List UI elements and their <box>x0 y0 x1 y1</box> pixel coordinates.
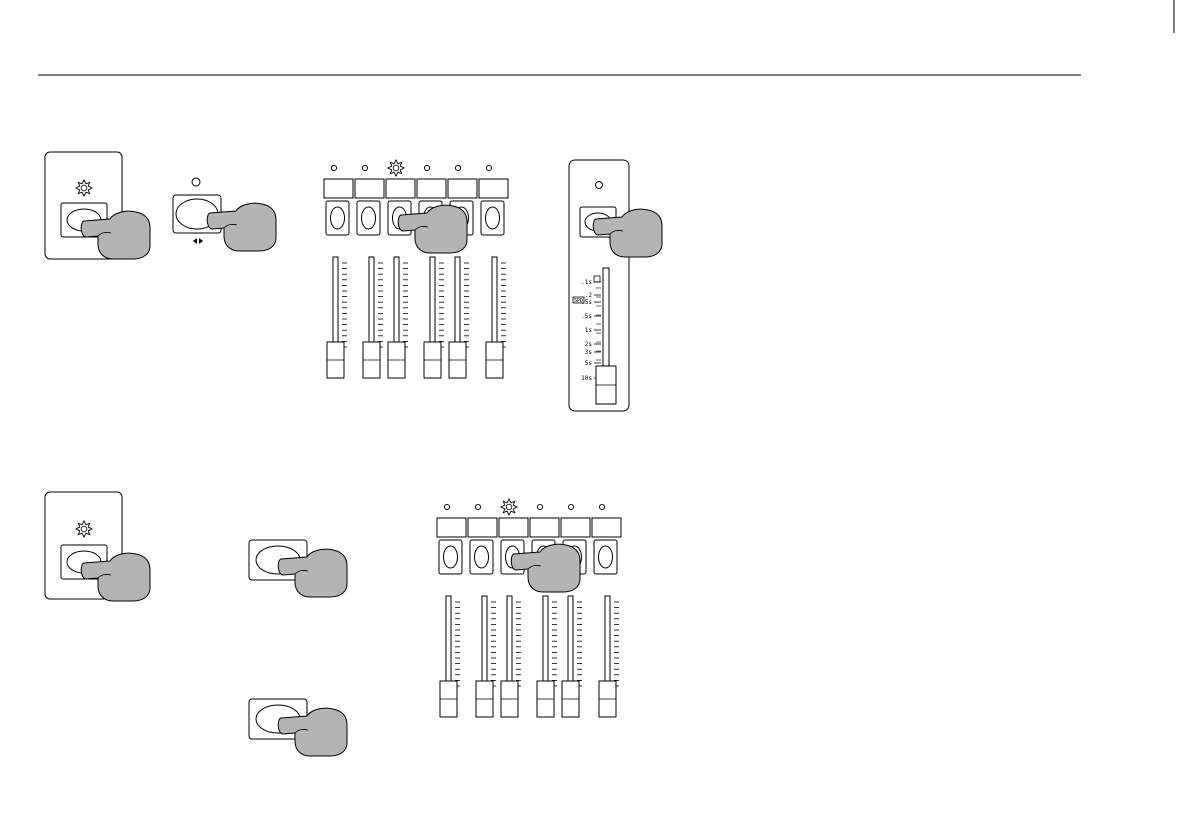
led-icon <box>192 178 200 186</box>
channel-fader[interactable] <box>327 257 347 378</box>
led-icon <box>475 504 480 509</box>
led-icon <box>362 165 367 170</box>
rate-scale-label: 2s <box>585 341 593 348</box>
led-icon <box>444 504 449 509</box>
channel-flash-button[interactable] <box>479 179 508 198</box>
channel-flash-button[interactable] <box>468 518 497 537</box>
channel-flash-button[interactable] <box>324 179 353 198</box>
channel-strip-1 <box>324 160 508 378</box>
channel-flash-button[interactable] <box>386 179 415 198</box>
channel-fader[interactable] <box>424 257 444 378</box>
channel-flash-button[interactable] <box>561 518 590 537</box>
channel-fader[interactable] <box>537 596 557 717</box>
channel-fader[interactable] <box>476 596 496 717</box>
channel-flash-button[interactable] <box>417 179 446 198</box>
led-lit-icon <box>388 160 404 176</box>
panel-lit-led-press-b <box>45 492 150 601</box>
rate-speed-value-box: SPD <box>573 297 584 304</box>
led-icon <box>599 504 604 509</box>
button-press-upper <box>249 540 347 597</box>
led-icon <box>424 165 429 170</box>
channel-flash-button[interactable] <box>448 179 477 198</box>
panel-direction-button <box>173 178 276 251</box>
led-lit-icon <box>76 521 92 537</box>
channel-fader[interactable] <box>440 596 460 717</box>
rate-scale-label: 5s <box>585 360 593 367</box>
button-press-lower <box>249 699 347 756</box>
rate-scale-label: 1s <box>585 327 593 334</box>
channel-flash-button[interactable] <box>355 179 384 198</box>
channel-flash-button[interactable] <box>499 518 528 537</box>
led-icon <box>455 165 460 170</box>
rate-scale-label: .1s <box>581 279 592 286</box>
rate-scale-label: .5s <box>581 313 592 320</box>
led-icon <box>331 165 336 170</box>
channel-fader[interactable] <box>449 257 469 378</box>
channel-fader[interactable] <box>599 596 619 717</box>
rate-scale-label: 10s <box>581 375 592 382</box>
led-lit-icon <box>76 180 92 196</box>
left-right-arrows-icon <box>193 238 203 244</box>
led-icon <box>596 182 603 189</box>
channel-fader[interactable] <box>363 257 383 378</box>
rate-speed-value: SPD <box>574 298 583 304</box>
channel-flash-button[interactable] <box>530 518 559 537</box>
panel-lit-led-press-a <box>45 152 150 259</box>
led-icon <box>537 504 542 509</box>
led-lit-icon <box>501 499 517 515</box>
channel-flash-button[interactable] <box>592 518 621 537</box>
rate-scale-label: .2 <box>585 292 593 299</box>
channel-fader[interactable] <box>388 257 408 378</box>
channel-fader[interactable] <box>486 257 506 378</box>
channel-flash-button[interactable] <box>437 518 466 537</box>
channel-fader[interactable] <box>562 596 582 717</box>
rate-top-marker <box>594 276 600 282</box>
channel-strip-2 <box>437 499 621 717</box>
rate-scale-label: 3s <box>585 349 593 356</box>
led-icon <box>568 504 573 509</box>
led-icon <box>486 165 491 170</box>
channel-fader[interactable] <box>501 596 521 717</box>
